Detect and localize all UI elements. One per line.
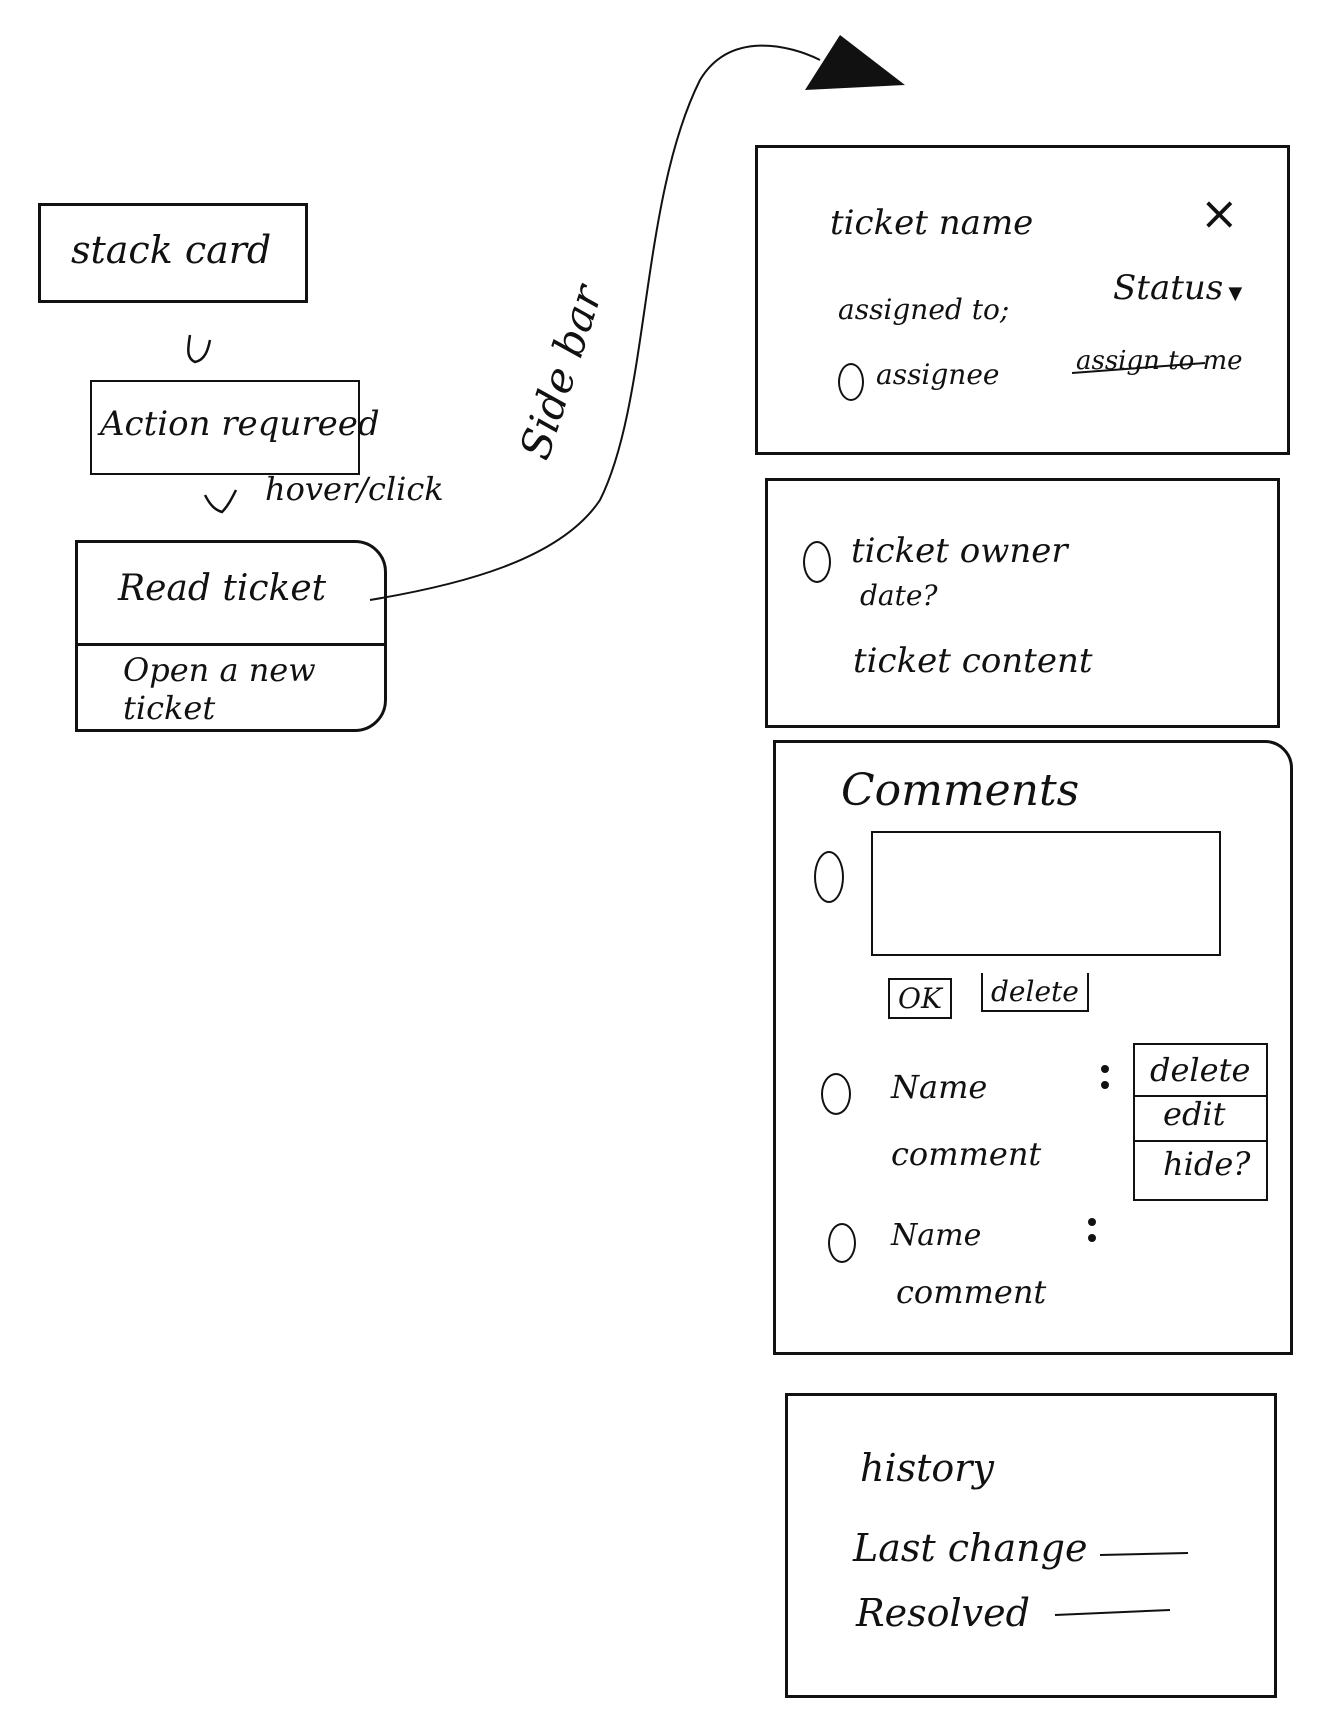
close-icon[interactable]: × <box>1200 186 1239 240</box>
last-change-blank <box>1099 1552 1189 1556</box>
comment-avatar <box>821 1073 851 1115</box>
assignee-name: assignee <box>876 358 1000 391</box>
down-arrow-2 <box>203 489 238 514</box>
card-divider <box>78 643 384 646</box>
history-panel: history Last change Resolved <box>785 1393 1277 1698</box>
action-required-label: Action requreed <box>100 404 380 444</box>
assign-to-me-link[interactable]: assign to me <box>1076 346 1243 376</box>
read-ticket-option[interactable]: Read ticket <box>118 568 327 609</box>
ticket-content-panel: ticket owner date? ticket content <box>765 478 1280 728</box>
ticket-name-title: ticket name <box>830 203 1034 243</box>
comment-text: comment <box>896 1273 1047 1311</box>
comment-input[interactable] <box>871 831 1221 956</box>
open-new-ticket-option[interactable]: Open a new ticket <box>123 651 316 727</box>
arrowhead-icon <box>805 35 905 90</box>
comment-author: Name <box>891 1068 988 1106</box>
assigned-to-label: assigned to; <box>838 293 1010 326</box>
menu-edit[interactable]: edit <box>1163 1095 1226 1133</box>
resolved-blank <box>1054 1609 1171 1616</box>
ticket-header-panel: ticket name × Status ▼ assigned to; assi… <box>755 145 1290 455</box>
assignee-avatar <box>838 363 864 401</box>
comments-panel: Comments OK delete Name comment delete e… <box>773 740 1293 1355</box>
current-user-avatar <box>814 851 844 903</box>
down-arrow-1 <box>187 334 212 364</box>
chevron-down-icon: ▼ <box>1228 283 1243 304</box>
status-label: Status <box>1113 268 1224 308</box>
status-dropdown[interactable]: Status ▼ <box>1113 268 1242 308</box>
comment-context-menu: delete edit hide? <box>1133 1043 1268 1201</box>
last-change-label: Last change <box>853 1526 1088 1570</box>
owner-avatar <box>803 541 831 583</box>
stack-card-label: stack card <box>71 228 272 272</box>
history-title: history <box>860 1446 994 1490</box>
menu-delete[interactable]: delete <box>1150 1051 1251 1089</box>
hover-click-label: hover/click <box>265 470 444 508</box>
comment-text: comment <box>891 1135 1042 1173</box>
more-options-icon[interactable] <box>1088 1218 1098 1250</box>
resolved-label: Resolved <box>856 1591 1030 1635</box>
delete-button[interactable]: delete <box>981 973 1089 1012</box>
ticket-content: ticket content <box>853 641 1093 681</box>
comment-author: Name <box>891 1218 982 1253</box>
comment-avatar <box>828 1223 856 1263</box>
read-ticket-card: Read ticket Open a new ticket <box>75 540 387 732</box>
ok-button[interactable]: OK <box>888 978 952 1019</box>
comments-title: Comments <box>841 765 1080 816</box>
menu-hide[interactable]: hide? <box>1163 1145 1251 1183</box>
ticket-date: date? <box>860 579 938 612</box>
menu-divider <box>1135 1140 1266 1142</box>
more-options-icon[interactable] <box>1101 1065 1111 1097</box>
stack-card-box: stack card <box>38 203 308 303</box>
assign-underline <box>1071 362 1206 374</box>
ticket-owner: ticket owner <box>851 531 1068 571</box>
menu-divider <box>1135 1095 1266 1097</box>
sidebar-connector <box>369 44 821 601</box>
action-required-box: Action requreed <box>90 380 380 475</box>
